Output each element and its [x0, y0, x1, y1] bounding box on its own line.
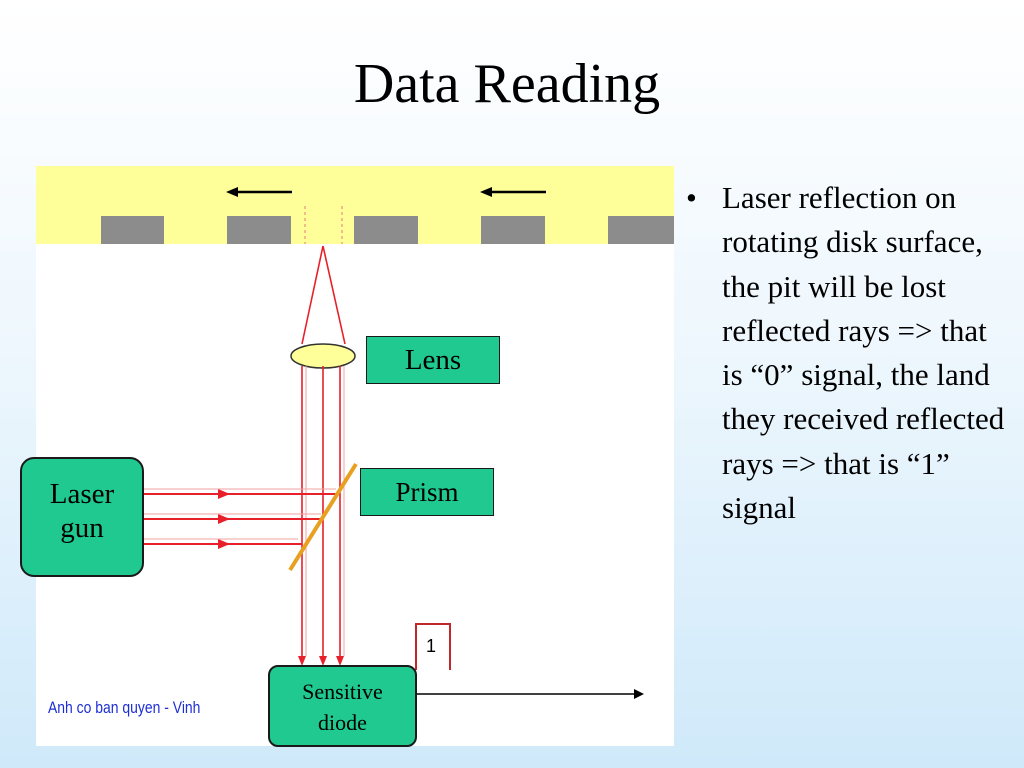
- signal-pulse: [415, 623, 451, 670]
- diagram-drawing: [36, 166, 674, 699]
- vertical-rays: [301, 366, 345, 656]
- laser-gun-label-line2: gun: [60, 512, 104, 544]
- diode-label-line2: diode: [318, 710, 367, 735]
- optical-reading-diagram: Lens Prism 1 Anh co ban quyen - Vinh: [36, 166, 674, 746]
- disk-pit: [608, 216, 674, 244]
- disk-pit: [227, 216, 291, 244]
- prism-label: Prism: [360, 468, 494, 516]
- laser-gun-label-line1: Laser: [49, 478, 115, 510]
- rotation-arrow-right: [480, 187, 546, 197]
- focused-beam: [301, 245, 346, 345]
- output-arrow: [417, 689, 644, 699]
- diode-label-line1: Sensitive: [302, 679, 383, 704]
- laser-ray-arrowheads: [218, 489, 230, 549]
- signal-value: 1: [426, 636, 437, 656]
- ray-arrowheads: [298, 656, 344, 666]
- lens-shape: [290, 343, 356, 369]
- slide-title: Data Reading: [353, 53, 661, 115]
- disk-pit: [481, 216, 545, 244]
- disk-pit: [101, 216, 164, 244]
- rotation-arrow-left: [226, 187, 292, 197]
- lens-label: Lens: [366, 336, 500, 384]
- bullet-marker: •: [686, 180, 697, 215]
- bullet-item: • Laser reflection on rotating disk surf…: [680, 176, 1010, 530]
- disk-pit: [354, 216, 418, 244]
- sensitive-diode-box: Sensitive diode: [268, 665, 417, 747]
- bullet-list: • Laser reflection on rotating disk surf…: [680, 176, 1010, 530]
- laser-gun-box: Laser gun: [20, 457, 144, 577]
- bullet-text: Laser reflection on rotating disk surfac…: [722, 180, 1005, 526]
- watermark-text: Anh co ban quyen - Vinh: [48, 698, 201, 717]
- prism-shape: [288, 462, 358, 572]
